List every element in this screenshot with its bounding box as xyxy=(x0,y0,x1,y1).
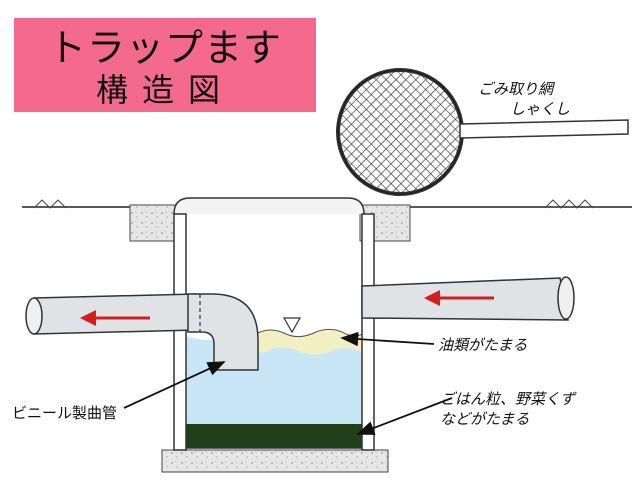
flow-arrows xyxy=(80,290,494,326)
scoop-net xyxy=(336,68,629,196)
outlet-pipe xyxy=(25,293,197,335)
chamber-walls xyxy=(173,213,375,451)
leader-lines xyxy=(123,331,453,435)
left-arrow-icon xyxy=(424,290,494,306)
scoop-alt-label: しゃくし xyxy=(510,100,571,118)
food-label-line-2: などがたまる xyxy=(440,410,530,428)
scoop-name-label: ごみ取り網 xyxy=(478,80,554,98)
left-arrow-icon xyxy=(80,310,150,326)
concrete-collar xyxy=(129,204,411,242)
lid xyxy=(173,197,365,215)
base-slab xyxy=(161,449,389,473)
oil-layer xyxy=(256,329,362,355)
elbow-pipe-label: ビニール製曲管 xyxy=(12,404,118,422)
title-line-2: 構造図 xyxy=(95,71,234,109)
title-box: トラップます 構造図 xyxy=(14,18,316,112)
oil-label: 油類がたまる xyxy=(438,336,528,354)
water-level-triangle-icon xyxy=(282,317,302,334)
title-line-1: トラップます xyxy=(47,26,282,70)
sediment-layer xyxy=(186,424,362,448)
elbow-pipe xyxy=(187,293,259,371)
food-label-line-1: ごはん粒、野菜くず xyxy=(440,390,576,408)
